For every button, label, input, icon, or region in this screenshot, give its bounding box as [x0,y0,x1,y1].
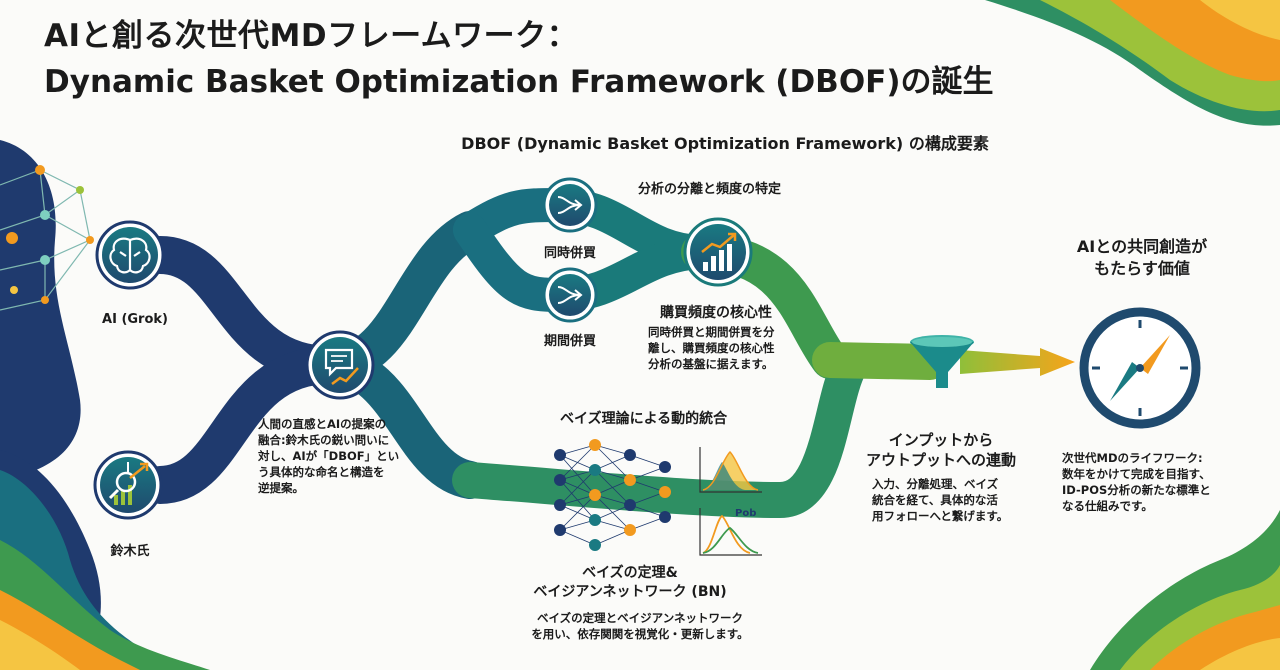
ai-label: AI (Grok) [102,312,168,327]
simultaneous-icon-circle [542,177,598,233]
distribution-label: Pob [735,508,757,519]
page-title-line2: Dynamic Basket Optimization Framework (D… [44,64,994,100]
human-label: 鈴木氏 [110,544,150,559]
value-text: 次世代MDのライフワーク: 数年をかけて完成を目指す、 ID-POS分析の新たな… [1062,451,1211,513]
value-title: AIとの共同創造が もたらす価値 [1076,237,1208,278]
distribution-chart-top [699,447,762,493]
merge-arrow-icon [557,286,583,304]
core-title: 購買頻度の核心性 [660,305,772,321]
compass-icon [1079,307,1201,429]
human-icon-circle [93,450,163,520]
core-icon-circle [683,217,753,287]
corner-decoration-top-right [985,0,1280,126]
bayes-header: ベイズ理論による動的統合 [560,411,728,427]
bayes-title: ベイズの定理& ベイジアンネットワーク (BN) [533,565,727,600]
magnifier-growth-icon [108,462,149,505]
distribution-chart-bottom [699,508,762,556]
neural-network-icon [554,439,671,551]
period-icon-circle [542,267,598,323]
fusion-text: 人間の直感とAIの提案の 融合:鈴木氏の鋭い問いに 対し、AIが「DBOF」とい… [258,417,400,495]
corner-decoration-bottom-right [1090,510,1280,670]
funnel-icon [910,335,974,388]
network-nodes [6,165,94,304]
chat-growth-icon [324,348,359,385]
io-title: インプットから アウトプットへの連動 [865,431,1016,469]
diagram-subtitle: DBOF (Dynamic Basket Optimization Framew… [461,134,989,153]
ai-icon-circle [95,220,165,290]
io-text: 入力、分離処理、ベイズ 統合を経て、具体的な活 用フォローへと繋げます。 [872,477,1009,523]
brain-icon [109,237,151,274]
output-arrow [960,348,1075,376]
simultaneous-label: 同時併買 [543,246,596,261]
period-label: 期間併買 [543,334,596,349]
bayes-text: ベイズの定理とベイジアンネットワーク を用い、依存関関を視覚化・更新します。 [531,611,749,641]
bar-chart-up-icon [701,232,737,271]
merge-arrow-icon [557,196,583,214]
fusion-icon-circle [305,330,375,400]
separation-header: 分析の分離と頻度の特定 [638,182,782,197]
core-text: 同時併買と期間併買を分 離し、購買頻度の核心性 分析の基盤に据えます。 [648,325,775,371]
page-title-line1: AIと創る次世代MDフレームワーク： [44,18,579,54]
corner-decoration-left [0,140,210,670]
